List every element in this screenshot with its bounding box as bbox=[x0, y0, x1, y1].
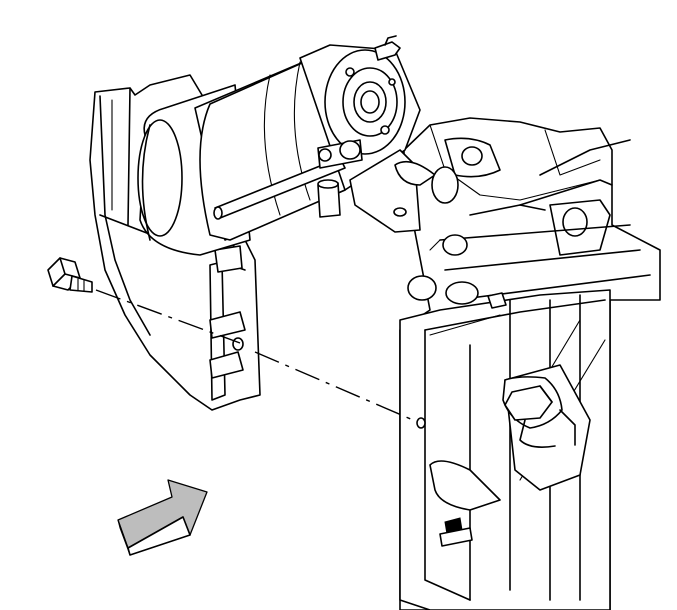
bolt-alignment-line bbox=[95, 289, 241, 344]
starter-mounting-ear bbox=[349, 149, 459, 233]
block-bolt-hole bbox=[416, 417, 426, 429]
view-direction-arrow-icon bbox=[117, 479, 208, 556]
bracket-alignment-line bbox=[254, 351, 421, 424]
drain-plug bbox=[502, 364, 591, 491]
mounting-bolt bbox=[47, 257, 93, 293]
starter-motor bbox=[137, 35, 421, 256]
